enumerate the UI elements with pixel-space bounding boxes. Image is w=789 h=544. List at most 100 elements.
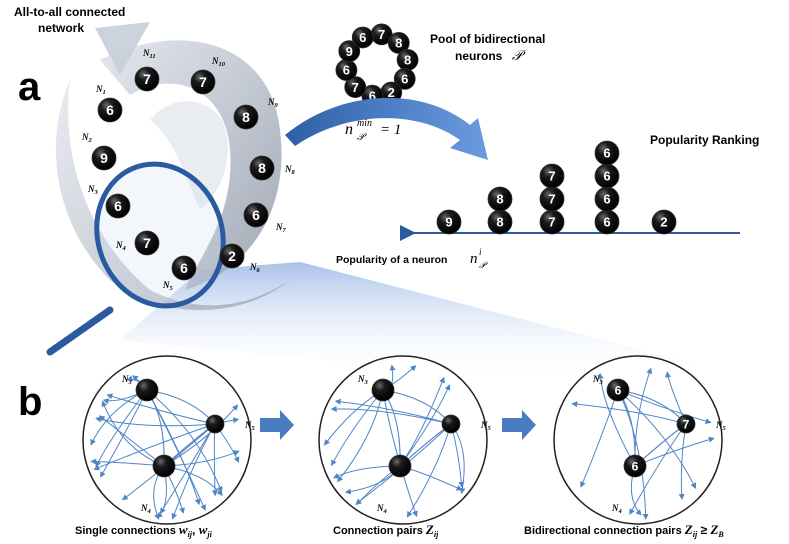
svg-text:6: 6 xyxy=(106,102,114,118)
neuron-label-n8: N8 xyxy=(284,164,296,176)
svg-text:9: 9 xyxy=(346,44,353,59)
pool-neuron-9: 6 xyxy=(351,26,374,49)
neuron-n10: 7 xyxy=(190,69,216,95)
svg-text:7: 7 xyxy=(143,71,151,87)
circle1-label-n4: N4 xyxy=(140,503,152,515)
svg-text:6: 6 xyxy=(603,215,610,230)
rank-7-2: 7 xyxy=(539,163,565,189)
svg-text:7: 7 xyxy=(683,417,690,431)
svg-text:7: 7 xyxy=(548,215,555,230)
transition-arrow-2 xyxy=(502,410,536,440)
svg-text:6: 6 xyxy=(401,72,408,87)
network-circle-3: 6 N3 7 N5 6N4 xyxy=(553,355,727,525)
zoom-beam xyxy=(120,262,700,380)
neuron-n3: 6 xyxy=(105,193,131,219)
svg-text:2: 2 xyxy=(228,248,236,264)
rank-6-1: 6 xyxy=(594,186,620,212)
circle1-label-n3: N3 xyxy=(121,374,133,386)
svg-text:6: 6 xyxy=(603,146,610,161)
neuron-n8: 8 xyxy=(249,155,275,181)
svg-text:6: 6 xyxy=(615,383,622,397)
ranking-title: Popularity Ranking xyxy=(650,133,759,147)
circle1-label-n5: N5 xyxy=(244,420,256,432)
transition-arrow-1 xyxy=(260,410,294,440)
svg-text:2: 2 xyxy=(660,215,667,230)
caption-2: Connection pairs Zij xyxy=(333,522,439,539)
svg-text:7: 7 xyxy=(199,74,207,90)
pool-neuron-2: 8 xyxy=(396,49,419,71)
circle2-node-n5 xyxy=(441,414,461,434)
rank-8-1: 8 xyxy=(487,186,513,212)
pool-title-line2: neurons xyxy=(455,49,503,63)
neuron-n6: 2 xyxy=(219,243,245,269)
svg-text:8: 8 xyxy=(258,160,266,176)
circle3-label-n3: N3 xyxy=(592,374,604,386)
svg-text:6: 6 xyxy=(252,207,260,223)
svg-text:min: min xyxy=(357,118,372,129)
circle3-label-n5: N5 xyxy=(715,420,727,432)
svg-text:8: 8 xyxy=(404,53,411,68)
circle1-node-n4 xyxy=(152,454,176,478)
svg-text:n: n xyxy=(345,121,353,138)
svg-text:8: 8 xyxy=(395,36,402,51)
circle1-node-n3 xyxy=(135,378,159,402)
popularity-label: Popularity of a neuron n i 𝒫 xyxy=(336,247,488,270)
min-label: n min 𝒫 = 1 xyxy=(345,118,401,143)
svg-text:6: 6 xyxy=(359,30,366,45)
circle3-node-n4: 6 xyxy=(623,454,647,478)
circular-arrow-ring xyxy=(55,22,290,310)
pool-neuron-7: 6 xyxy=(335,59,358,81)
neuron-n11: 7 xyxy=(134,66,160,92)
caption-1: Single connections wij, wji xyxy=(75,522,213,539)
neuron-label-n4: N4 xyxy=(115,240,127,252)
panel-letter-b: b xyxy=(18,380,42,424)
svg-text:6: 6 xyxy=(180,260,188,276)
svg-text:6: 6 xyxy=(114,198,122,214)
svg-text:7: 7 xyxy=(548,169,555,184)
neuron-label-n7: N7 xyxy=(275,222,287,234)
svg-text:i: i xyxy=(479,247,482,257)
pool-neuron-6: 7 xyxy=(344,76,367,98)
rank-6-0: 6 xyxy=(594,209,620,235)
pool-neuron-3: 6 xyxy=(393,67,416,90)
circle3-label-n4: N4 xyxy=(611,503,623,515)
neuron-n7: 6 xyxy=(243,202,269,228)
neuron-label-n1: N1 xyxy=(95,84,106,96)
circle3-node-n5: 7 xyxy=(676,414,696,434)
svg-text:Popularity of a neuron: Popularity of a neuron xyxy=(336,254,447,266)
svg-text:2: 2 xyxy=(388,85,395,100)
svg-text:6: 6 xyxy=(603,192,610,207)
svg-text:6: 6 xyxy=(369,88,376,103)
circle2-label-n5: N5 xyxy=(480,420,492,432)
neuron-label-n9: N9 xyxy=(267,97,279,109)
svg-text:𝒫: 𝒫 xyxy=(357,132,367,143)
network-title-line2: network xyxy=(38,21,84,35)
svg-text:7: 7 xyxy=(143,235,151,251)
flow-arrow xyxy=(285,97,488,160)
svg-text:9: 9 xyxy=(100,150,108,166)
neuron-n4: 7 xyxy=(134,230,160,256)
neuron-label-n5: N5 xyxy=(162,280,174,292)
circle1-node-n5 xyxy=(205,414,225,434)
caption-3: Bidirectional connection pairs Zij ≥ ZB xyxy=(524,522,724,539)
svg-text:= 1: = 1 xyxy=(380,122,401,138)
neuron-label-n3: N3 xyxy=(87,184,99,196)
svg-text:8: 8 xyxy=(496,192,503,207)
panel-letter-a: a xyxy=(18,65,41,109)
neuron-label-n6: N6 xyxy=(249,262,261,274)
svg-text:𝒫: 𝒫 xyxy=(479,260,488,270)
svg-text:6: 6 xyxy=(632,459,639,473)
neuron-label-n2: N2 xyxy=(81,132,93,144)
svg-text:9: 9 xyxy=(445,215,452,230)
circle2-label-n4: N4 xyxy=(376,503,388,515)
rank-8-0: 8 xyxy=(487,209,513,235)
svg-text:8: 8 xyxy=(496,215,503,230)
circle2-node-n4 xyxy=(388,454,412,478)
svg-text:n: n xyxy=(470,251,478,267)
svg-text:6: 6 xyxy=(343,63,350,78)
pool-neuron-8: 9 xyxy=(338,40,361,63)
